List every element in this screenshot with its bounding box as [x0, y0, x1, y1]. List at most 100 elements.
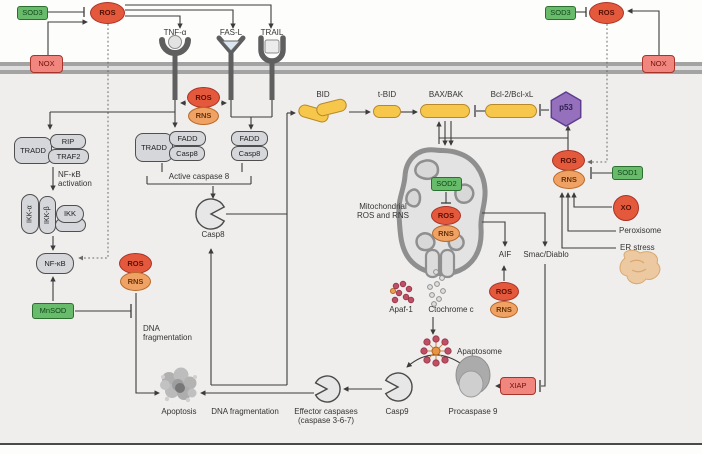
node-ros-mito: ROS — [431, 206, 461, 225]
label-tnf-alpha: TNF-α — [163, 28, 187, 37]
node-rns-mito: RNS — [432, 225, 460, 242]
node-baxbak — [420, 104, 470, 118]
label-apoptosome: Apaptosome — [457, 347, 502, 356]
trail-receptor-icon — [258, 35, 286, 100]
label-smac-diablo: Smac/Diablo — [523, 250, 569, 259]
label-effector-caspases-line2: (caspase 3-6-7) — [297, 415, 355, 425]
active-caspase8-bracket — [146, 176, 252, 185]
node-rns-left: RNS — [120, 272, 151, 291]
xo-to-ros-arrow — [571, 192, 612, 208]
ros-to-tnf-arrow — [125, 15, 183, 29]
membrane-band-bottom — [0, 70, 702, 74]
label-apaf1: Apaf-1 — [389, 305, 413, 314]
cytochrome-c-icon — [427, 269, 446, 307]
mito-channel-right — [439, 248, 456, 279]
node-tbid — [373, 105, 401, 118]
node-ros-top-left: ROS — [90, 2, 125, 24]
mitochondrion-icon — [396, 147, 488, 279]
sod3-left-inhibits-ros — [48, 7, 85, 17]
casp9-pacman — [384, 372, 413, 402]
apoptosome-icon — [420, 335, 452, 367]
label-procaspase9: Procaspase 9 — [448, 407, 498, 416]
label-aif: AIF — [498, 250, 512, 259]
label-fas-l: FAS-L — [219, 28, 243, 37]
label-mitochondrial-ros-rns: Mitochondrial ROS and RNS — [356, 202, 410, 220]
node-sod2: SOD2 — [431, 177, 462, 191]
node-ros-top-right: ROS — [589, 2, 624, 24]
procaspase9-icon — [455, 355, 491, 398]
node-rns-right: RNS — [553, 170, 585, 189]
procaspase9-to-casp9-arc — [406, 354, 464, 368]
label-effector-caspases: Effector caspases(caspase 3-6-7) — [286, 407, 366, 426]
node-ros-left: ROS — [119, 253, 152, 274]
ros-dashed-to-cytosolic-ros — [587, 24, 608, 165]
label-bcl2: Bcl-2/Bcl-xL — [490, 90, 534, 99]
ros-to-trail-arrow — [125, 4, 274, 29]
sod1-inhibits-rns — [590, 167, 612, 179]
nox-right-to-ros-arrow — [627, 8, 660, 55]
apaf1-icon — [389, 280, 415, 304]
label-peroxisome: Peroxisome — [619, 226, 662, 235]
label-dna-fragmentation-bottom: DNA fragmentation — [211, 407, 279, 416]
node-ros-aif: ROS — [489, 282, 519, 301]
node-xo: XO — [613, 195, 639, 221]
membrane-band-top — [0, 62, 702, 66]
apoptosis-icon — [160, 367, 197, 403]
label-nfkb-activation: NF-κB activation — [58, 170, 92, 188]
node-nox-right: NOX — [642, 55, 675, 73]
node-ikk: IKK — [56, 205, 84, 223]
node-ikk-alpha: IKK-α — [21, 194, 39, 234]
p53-hexagon — [550, 91, 582, 127]
er-stress-icon — [619, 249, 661, 285]
bcl2-inhibits-baxbak — [474, 105, 485, 117]
node-nox-left: NOX — [30, 55, 63, 73]
smac-inhibits-xiap — [539, 264, 546, 392]
ros-rns-to-apoptosis-arrow — [135, 293, 160, 396]
casp8-pacman — [195, 198, 226, 230]
cytosol — [0, 74, 702, 443]
node-mnsod: MnSOD — [32, 303, 74, 319]
ros-to-fasl-arrow — [125, 9, 236, 29]
fasl-receptor-icon — [216, 35, 246, 100]
node-rip: RIP — [50, 134, 86, 149]
label-baxbak: BAX/BAK — [428, 90, 464, 99]
node-casp8-subunit-1: Casp8 — [169, 146, 205, 161]
node-sod3-right: SOD3 — [545, 6, 576, 20]
label-p53: p53 — [559, 103, 573, 112]
label-apoptosis: Apoptosis — [161, 407, 197, 416]
node-rns-receptor: RNS — [188, 107, 219, 125]
node-rns-aif: RNS — [490, 301, 518, 318]
label-effector-caspases-line1: Effector caspases — [294, 407, 358, 416]
label-casp9: Casp9 — [385, 407, 409, 416]
label-er-stress: ER stress — [620, 243, 655, 252]
node-casp8-subunit-2: Casp8 — [231, 146, 268, 161]
node-tradd-1: TRADD — [14, 137, 52, 164]
node-traf2: TRAF2 — [48, 149, 89, 164]
label-trail: TRAIL — [260, 28, 284, 37]
label-tbid: t-BID — [377, 90, 397, 99]
sod2-inhibits-mito-ros — [441, 192, 451, 204]
mito-to-aif-arrow — [482, 221, 508, 247]
mnsod-inhibits-ros-rns — [75, 304, 132, 318]
peroxisome-to-ros-arrow — [565, 192, 616, 232]
node-tradd-2: TRADD — [135, 133, 173, 162]
p53-inhibits-bcl2 — [539, 104, 549, 116]
node-sod1: SOD1 — [612, 166, 643, 180]
label-casp8: Casp8 — [201, 230, 225, 239]
node-fadd-2: FADD — [231, 131, 268, 146]
node-fadd-1: FADD — [169, 131, 206, 146]
label-cytochrome-c: Ctochrome c — [428, 305, 474, 314]
label-dna-fragmentation-left: DNA fragmentation — [143, 324, 192, 342]
ros-dashed-to-nfkb — [78, 24, 109, 261]
figure-bottom-border — [0, 443, 702, 445]
node-xiap: XIAP — [500, 377, 536, 395]
mito-to-smac-arrow — [482, 212, 548, 247]
effector-caspases-pacman — [314, 375, 341, 403]
nox-left-to-ros-arrow — [47, 19, 88, 55]
label-bid: BID — [316, 90, 330, 99]
sod3-right-inhibits-ros — [576, 7, 587, 17]
node-ikk-beta: IKK-β — [39, 196, 56, 234]
node-ros-right: ROS — [552, 150, 585, 171]
